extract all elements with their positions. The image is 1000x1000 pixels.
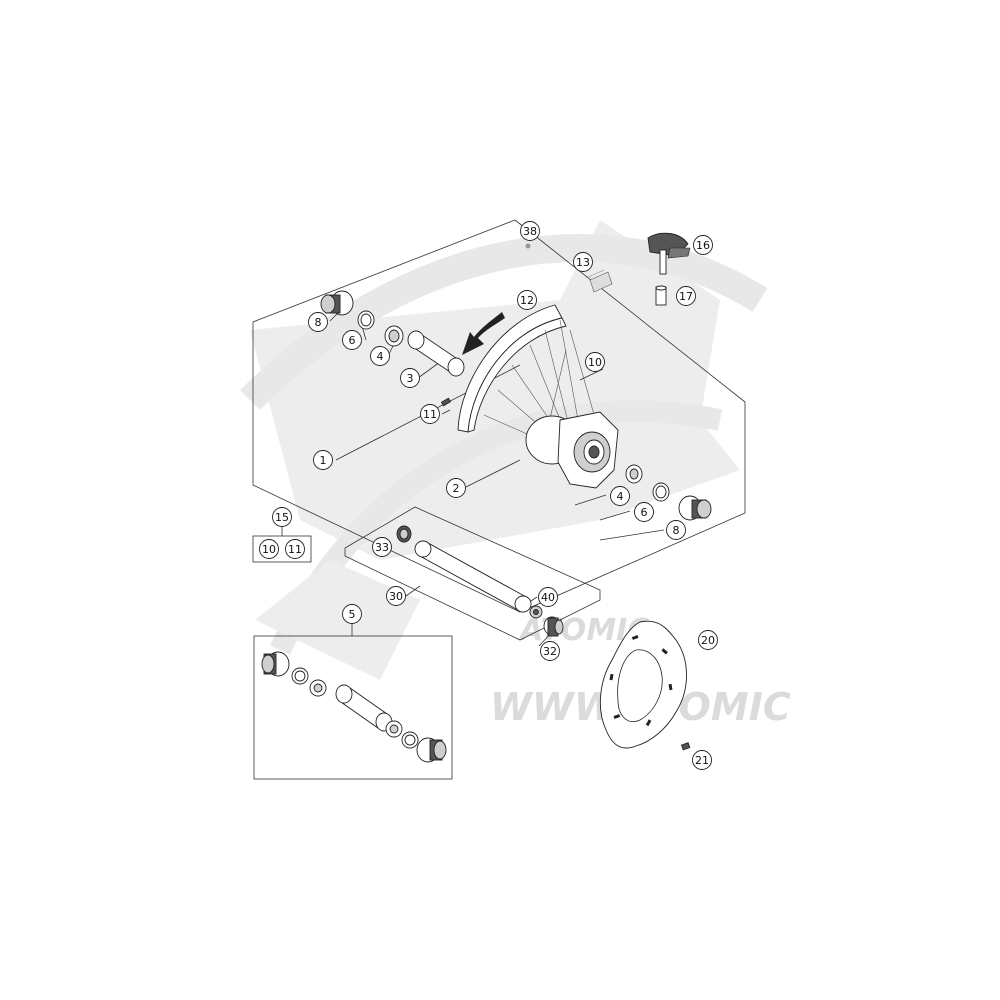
rotation-arrow-icon (462, 312, 505, 355)
callout-10-kit: 10 (259, 539, 279, 559)
callout-17: 17 (676, 286, 696, 306)
svg-text:4: 4 (377, 350, 384, 363)
svg-text:33: 33 (375, 541, 389, 554)
callout-1: 1 (313, 450, 333, 470)
bearing-kit-box (253, 635, 453, 780)
callout-4-right: 4 (610, 486, 630, 506)
callout-6-left: 6 (342, 330, 362, 350)
callout-30: 30 (386, 586, 406, 606)
wheel-assembly-frame (252, 219, 746, 613)
spacer-8-left (320, 290, 354, 316)
axle-frame (344, 506, 601, 641)
spacer-33 (396, 525, 412, 543)
svg-text:21: 21 (695, 754, 709, 767)
callout-6-right: 6 (634, 502, 654, 522)
brake-disc-20 (599, 620, 687, 749)
sleeve-17 (655, 285, 667, 306)
callout-40: 40 (538, 587, 558, 607)
svg-text:30: 30 (389, 590, 403, 603)
spacer-tube-3 (407, 330, 465, 377)
svg-text:15: 15 (275, 511, 289, 524)
bearing-kit-contents (261, 651, 447, 763)
svg-text:5: 5 (349, 608, 356, 621)
svg-text:16: 16 (696, 239, 710, 252)
svg-text:20: 20 (701, 634, 715, 647)
left-bearing-parts (320, 290, 465, 407)
callout-21: 21 (692, 750, 712, 770)
svg-text:38: 38 (523, 225, 537, 238)
spacer-8-right (678, 495, 712, 521)
svg-text:8: 8 (315, 316, 322, 329)
svg-text:4: 4 (617, 490, 624, 503)
axle-parts (396, 525, 564, 637)
callout-5: 5 (342, 604, 362, 624)
spacer-32 (543, 616, 564, 637)
svg-text:11: 11 (288, 543, 302, 556)
callouts: 1 2 3 4 4 5 6 6 8 8 10 10 11 11 12 13 15… (259, 221, 718, 770)
svg-text:3: 3 (407, 372, 414, 385)
callout-3: 3 (400, 368, 420, 388)
svg-text:40: 40 (541, 591, 555, 604)
svg-text:13: 13 (576, 256, 590, 269)
nut-40 (529, 605, 543, 619)
callout-15: 15 (272, 507, 292, 527)
nut-38 (525, 243, 531, 249)
axle-30 (414, 540, 532, 613)
callout-13: 13 (573, 252, 593, 272)
callout-11-kit: 11 (285, 539, 305, 559)
wheel-rim-hub (457, 304, 619, 489)
screw-21 (680, 742, 691, 751)
callout-16: 16 (693, 235, 713, 255)
svg-text:2: 2 (453, 482, 460, 495)
tire-lock-16 (647, 232, 691, 275)
svg-text:6: 6 (641, 506, 648, 519)
top-right-parts (525, 232, 691, 306)
right-bearing-parts (625, 464, 712, 521)
callout-4-left: 4 (370, 346, 390, 366)
svg-text:32: 32 (543, 645, 557, 658)
callout-12: 12 (517, 290, 537, 310)
callout-8-right: 8 (666, 520, 686, 540)
callout-2: 2 (446, 478, 466, 498)
svg-text:8: 8 (673, 524, 680, 537)
svg-text:17: 17 (679, 290, 693, 303)
hub-2 (525, 411, 619, 489)
svg-text:6: 6 (349, 334, 356, 347)
callout-38: 38 (520, 221, 540, 241)
svg-text:10: 10 (588, 356, 602, 369)
callout-10: 10 (585, 352, 605, 372)
svg-text:10: 10 (262, 543, 276, 556)
callout-20: 20 (698, 630, 718, 650)
callout-32: 32 (540, 641, 560, 661)
svg-text:12: 12 (520, 294, 534, 307)
callout-33: 33 (372, 537, 392, 557)
label-13 (585, 269, 613, 293)
nipple-11 (440, 397, 452, 407)
callout-11: 11 (420, 404, 440, 424)
callout-8-left: 8 (308, 312, 328, 332)
svg-text:11: 11 (423, 408, 437, 421)
svg-text:1: 1 (320, 454, 327, 467)
